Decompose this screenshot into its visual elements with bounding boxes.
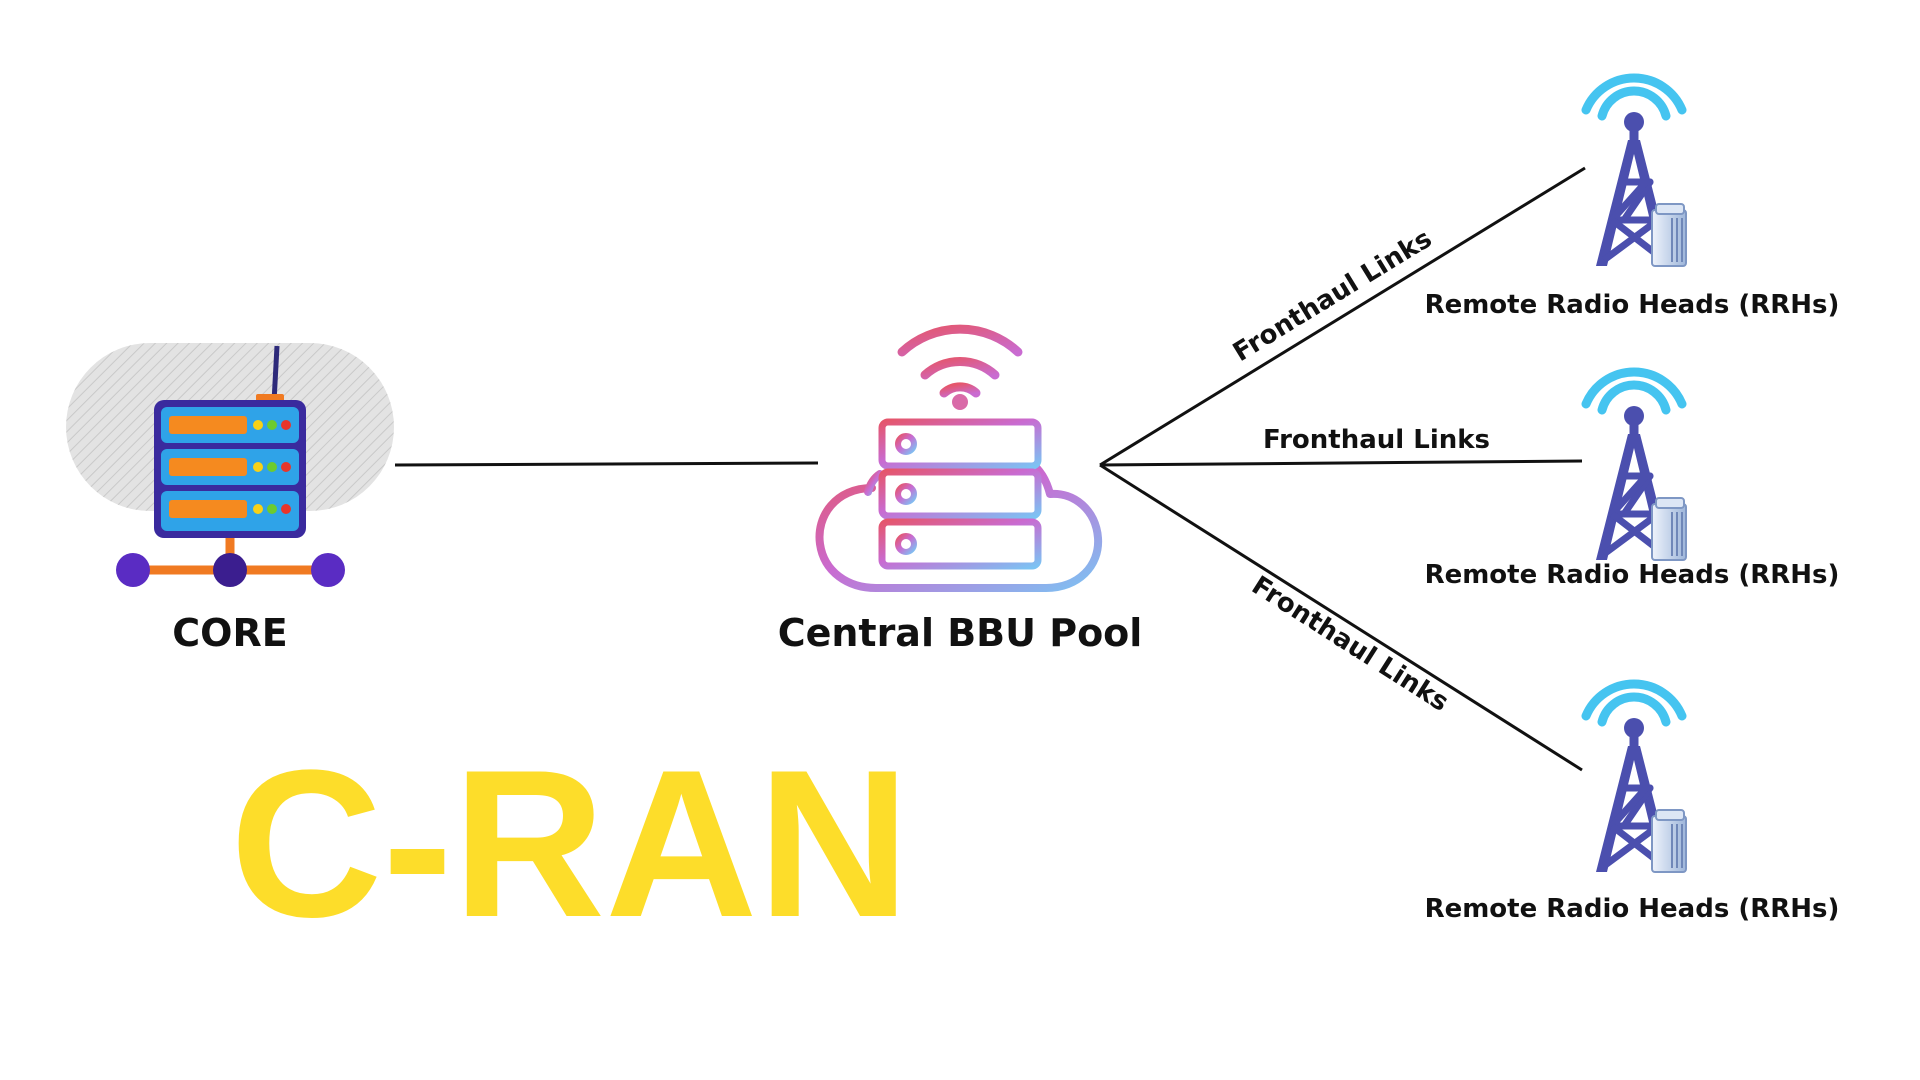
bbu-label: Central BBU Pool <box>778 611 1143 655</box>
fronthaul-link-bottom <box>1099 463 1583 772</box>
rrh-label-top: Remote Radio Heads (RRHs) <box>1425 290 1840 320</box>
bbu-node: Central BBU Pool <box>778 324 1143 655</box>
server-router-icon <box>66 343 394 587</box>
cell-tower-icon <box>1586 78 1686 266</box>
cell-tower-icon <box>1586 684 1686 872</box>
rrh-node-middle: Remote Radio Heads (RRHs) <box>1425 372 1840 590</box>
diagram-title: C-RAN <box>230 726 910 961</box>
core-to-bbu-link <box>394 461 819 467</box>
rrh-label-bottom: Remote Radio Heads (RRHs) <box>1425 894 1840 924</box>
fronthaul-label-top: Fronthaul Links <box>1228 224 1437 368</box>
core-node: CORE <box>66 343 394 655</box>
fronthaul-link-middle <box>1099 459 1583 467</box>
fronthaul-link-top <box>1099 166 1586 467</box>
cloud-server-wifi-icon <box>815 324 1103 592</box>
fronthaul-label-bottom: Fronthaul Links <box>1246 571 1454 718</box>
rrh-node-bottom: Remote Radio Heads (RRHs) <box>1425 684 1840 924</box>
cell-tower-icon <box>1586 372 1686 560</box>
fronthaul-label-middle: Fronthaul Links <box>1263 425 1490 455</box>
rrh-node-top: Remote Radio Heads (RRHs) <box>1425 78 1840 320</box>
core-label: CORE <box>172 611 287 655</box>
rrh-label-middle: Remote Radio Heads (RRHs) <box>1425 560 1840 590</box>
